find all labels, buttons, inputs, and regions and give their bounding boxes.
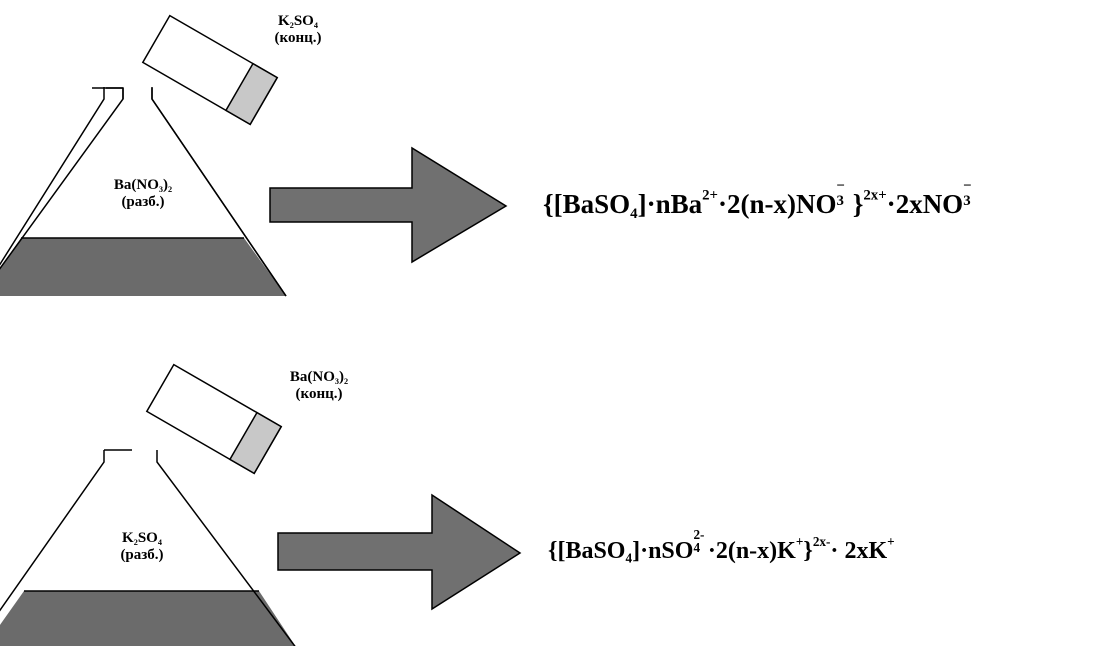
reaction-arrow bbox=[269, 146, 508, 264]
reaction-arrow bbox=[277, 493, 522, 611]
solution-label: Ba(NO3)2 (разб.) bbox=[113, 177, 173, 210]
reagent-package bbox=[145, 363, 283, 475]
reagent-label: K2SO4 (конц.) bbox=[274, 13, 322, 46]
scene-bottom: Ba(NO3)2 (конц.) K2SO4 (разб.) {[BaSO4]·… bbox=[0, 323, 1096, 646]
scene-bottom-drawing bbox=[0, 363, 522, 646]
micelle-formula: {[BaSO4]·nBa2+·2(n-x)NO−3}2x+·2xNO−3 bbox=[543, 177, 972, 223]
reagent-label: Ba(NO3)2 (конц.) bbox=[289, 369, 349, 402]
flask-liquid bbox=[0, 591, 296, 646]
solution-label: K2SO4 (разб.) bbox=[120, 530, 164, 563]
reagent-package bbox=[141, 14, 279, 126]
scene-top: K2SO4 (конц.) Ba(NO3)2 (разб.) {[BaSO4]·… bbox=[0, 13, 972, 297]
scene-top-drawing bbox=[0, 14, 508, 297]
reagent-package-label-strip bbox=[228, 411, 283, 475]
flask-liquid bbox=[0, 238, 286, 296]
reagent-package-label-strip bbox=[224, 62, 279, 126]
flask-outline bbox=[0, 450, 105, 612]
